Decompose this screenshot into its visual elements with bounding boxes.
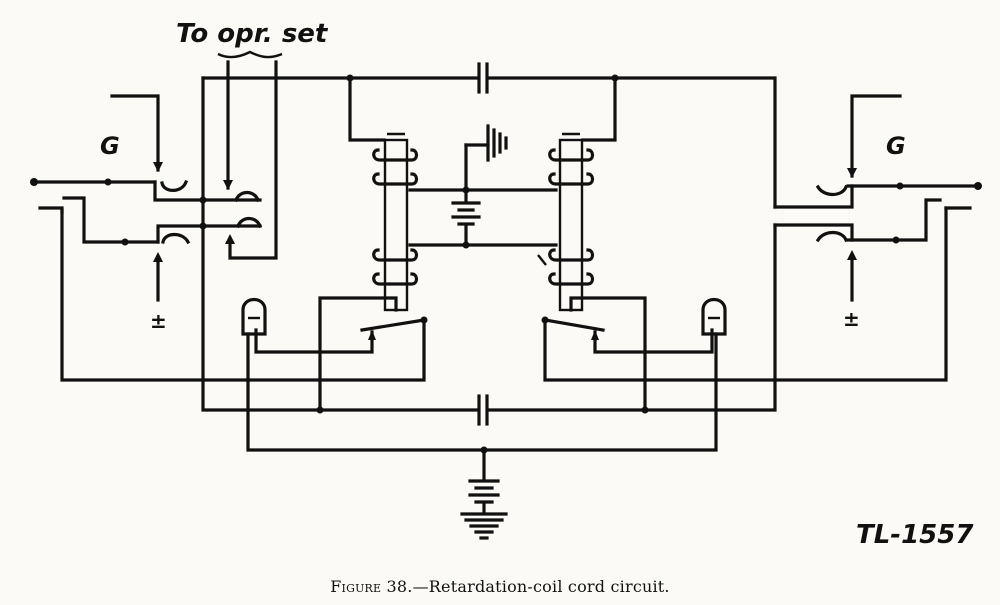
left-coil-feed: [348, 76, 386, 142]
center-battery: [451, 143, 481, 249]
lamp-bus: [246, 332, 718, 480]
left-key-springs: [153, 179, 263, 245]
right-battery-lead: [847, 250, 857, 302]
battery-label-left: ±: [150, 309, 167, 333]
figure-caption: Figure 38.—Retardation-coil cord circuit…: [0, 577, 1000, 596]
right-relay: [541, 206, 948, 414]
right-coil-feed: [581, 76, 617, 142]
right-key-springs: [773, 184, 854, 243]
top-capacitor: [477, 62, 489, 94]
center-ground-icon: [464, 124, 508, 162]
operator-set-leads: [217, 50, 283, 260]
left-relay: [60, 208, 428, 414]
left-lamp: [241, 297, 267, 336]
bottom-ground-icon: [460, 512, 508, 540]
right-retardation-coil: [548, 132, 595, 312]
left-plug: [30, 178, 160, 246]
drawing-number: TL-1557: [856, 520, 974, 550]
ground-label-right: G: [886, 132, 906, 160]
figure-title: —Retardation-coil cord circuit.: [412, 577, 670, 596]
left-ground-lead: [110, 94, 163, 172]
figure-number: Figure 38.: [330, 577, 413, 596]
bottom-battery: [468, 479, 500, 514]
right-plug: [846, 182, 982, 244]
right-lamp: [701, 297, 727, 336]
ground-label-left: G: [100, 132, 120, 160]
left-battery-lead: [153, 252, 163, 302]
top-conductor: [201, 76, 777, 412]
bottom-capacitor: [477, 394, 489, 426]
battery-label-right: ±: [843, 307, 860, 331]
right-ground-lead: [847, 94, 902, 178]
left-retardation-coil: [372, 132, 419, 312]
operator-set-label: To opr. set: [176, 19, 329, 49]
